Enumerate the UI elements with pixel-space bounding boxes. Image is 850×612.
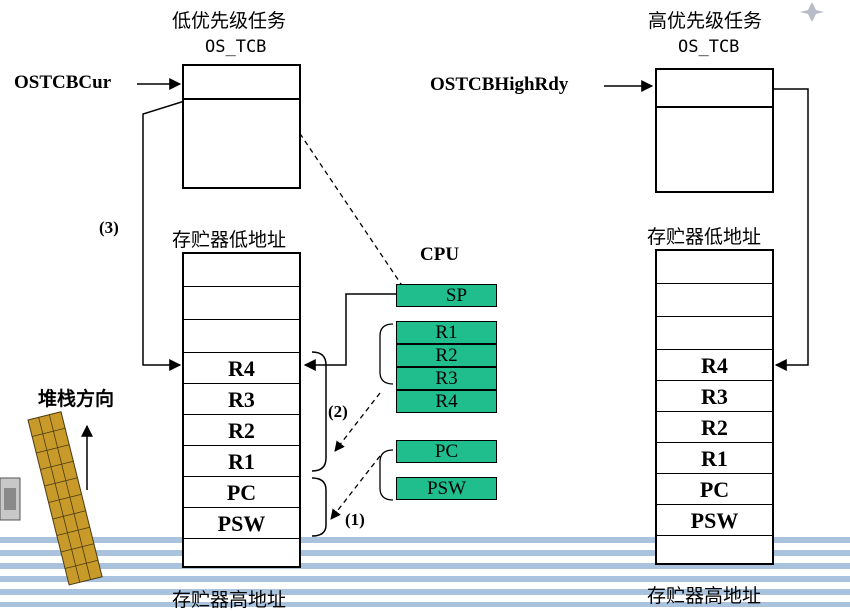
high-stack-cell-r2: R2	[657, 412, 772, 443]
low-stack-cell-r2: R2	[184, 415, 299, 446]
high-stack-high-address-label: 存贮器高地址	[647, 585, 762, 607]
low-stack-cell-empty-9	[184, 539, 299, 570]
low-stack-cell-pc: PC	[184, 477, 299, 508]
ostcbhighrdy-label: OSTCBHighRdy	[430, 74, 569, 95]
high-task-tcb-sp-field	[657, 70, 772, 108]
satellite-icon	[0, 411, 103, 586]
step1-label: (1)	[345, 510, 365, 529]
stack-direction-label: 堆栈方向	[38, 388, 115, 410]
cpu-sp-label: SP	[445, 285, 468, 306]
step3-label: (3)	[99, 218, 119, 237]
low-task-tcb	[182, 64, 301, 189]
low-stack-cell-psw: PSW	[184, 508, 299, 539]
high-stack-cell-r3: R3	[657, 381, 772, 412]
low-task-title: 低优先级任务	[172, 10, 287, 32]
high-stack-cell-empty-2	[657, 317, 772, 350]
ostcbcur-label: OSTCBCur	[14, 72, 112, 93]
star-icon	[800, 2, 824, 22]
step2-dashed-arrow	[334, 392, 381, 452]
cpu-registers-bracket	[379, 323, 394, 385]
background-stripes	[0, 537, 850, 607]
cpu-psw-register: PSW	[396, 477, 497, 500]
cpu-register-r3: R3	[396, 367, 497, 390]
cpu-register-r1: R1	[396, 321, 497, 344]
high-stack-cell-pc: PC	[657, 474, 772, 505]
low-stack-cell-empty-1	[184, 287, 299, 320]
low-stack-high-address-label: 存贮器高地址	[172, 589, 287, 611]
cpu-sp-register: SP	[396, 284, 497, 307]
high-stack-low-address-label: 存贮器低地址	[647, 226, 762, 248]
stack-registers-bracket	[311, 351, 327, 472]
high-stack-cell-empty-0	[657, 251, 772, 284]
low-task-tcb-sp-field	[184, 66, 299, 100]
high-stack-cell-psw: PSW	[657, 505, 772, 536]
high-stack-cell-r4: R4	[657, 350, 772, 381]
cpu-sp-to-stack-line	[303, 293, 403, 371]
stack-pc-psw-bracket	[311, 477, 327, 537]
high-stack-cell-empty-9	[657, 536, 772, 567]
cpu-title: CPU	[420, 244, 460, 265]
low-stack-cell-empty-2	[184, 320, 299, 353]
high-stack-cell-empty-1	[657, 284, 772, 317]
low-stack-cell-empty-0	[184, 254, 299, 287]
step2-label: (2)	[328, 402, 348, 421]
low-stack-low-address-label: 存贮器低地址	[172, 229, 287, 251]
low-task-tcb-label: OS_TCB	[205, 37, 267, 57]
high-task-tcb-label: OS_TCB	[678, 37, 740, 57]
cpu-pc-psw-bracket	[379, 449, 394, 501]
low-stack-cell-r4: R4	[184, 353, 299, 384]
low-stack-cell-r3: R3	[184, 384, 299, 415]
low-stack-cell-r1: R1	[184, 446, 299, 477]
high-task-title: 高优先级任务	[648, 10, 763, 32]
cpu-register-r2: R2	[396, 344, 497, 367]
high-task-tcb	[655, 68, 774, 193]
step1-dashed-arrow	[330, 455, 381, 520]
cpu-register-r4: R4	[396, 390, 497, 413]
cpu-pc-register: PC	[396, 440, 497, 463]
high-stack-cell-r1: R1	[657, 443, 772, 474]
